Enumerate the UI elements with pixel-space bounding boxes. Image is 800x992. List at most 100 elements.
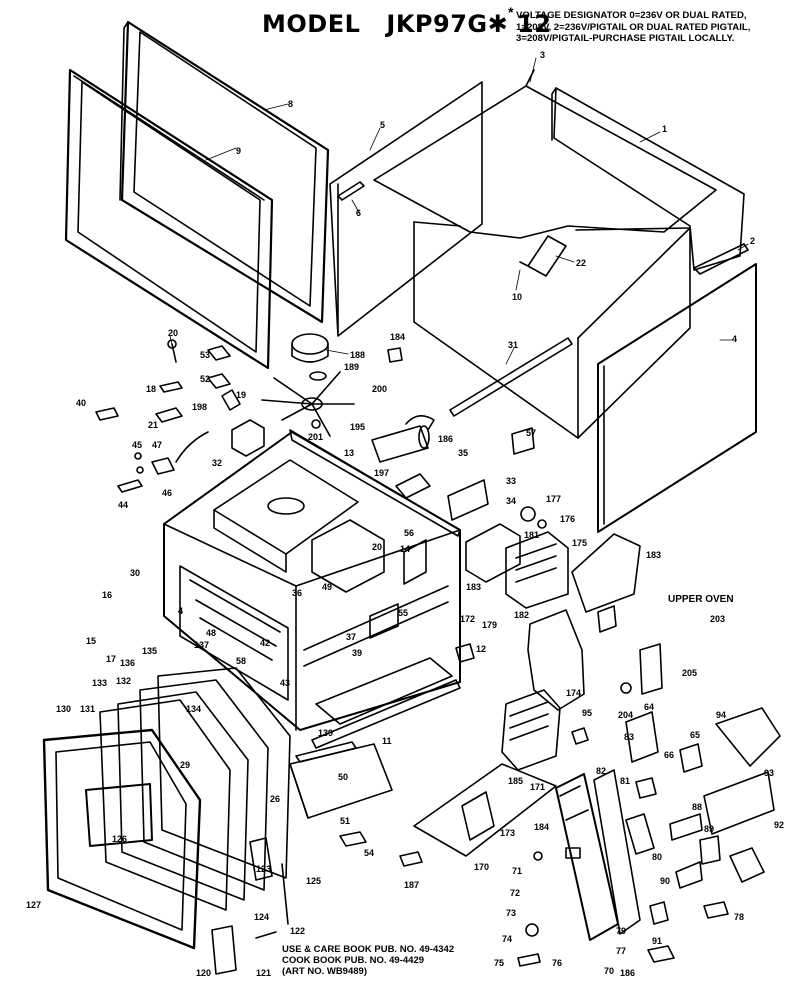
label-184b: 184 [534,822,549,832]
label-134: 134 [186,704,201,714]
label-200: 200 [372,384,387,394]
label-42: 42 [260,638,270,648]
label-179: 179 [482,620,497,630]
label-5: 5 [380,120,385,130]
label-13: 13 [344,448,354,458]
filter-181 [465,523,521,583]
label-20a: 20 [168,328,178,338]
bracket-205 [639,643,663,695]
label-1: 1 [662,124,667,134]
label-56: 56 [404,528,414,538]
label-171: 171 [530,782,545,792]
bracket-92 [703,771,775,835]
label-49: 49 [322,582,332,592]
label-71: 71 [512,866,522,876]
label-51: 51 [340,816,350,826]
magnetron-175 [505,531,569,609]
capacitor-173 [461,791,495,841]
label-197: 197 [374,468,389,478]
part-81 [635,777,657,799]
label-170: 170 [474,862,489,872]
use-care-book: USE & CARE BOOK PUB. NO. 49-4342 [282,944,455,955]
label-195: 195 [350,422,365,432]
label-26: 26 [270,794,280,804]
label-65: 65 [690,730,700,740]
label-31: 31 [508,340,518,350]
label-174: 174 [566,688,581,698]
label-29: 29 [180,760,190,770]
hinge-123 [249,837,273,881]
plate-57 [511,427,535,455]
part-88 [669,813,703,841]
part-197 [395,473,431,499]
label-90: 90 [660,876,670,886]
switch-203 [597,605,617,633]
rear-bracket-22 [519,235,567,277]
label-187: 187 [404,880,419,890]
bracket-11 [311,679,461,749]
transformer-171 [501,689,561,771]
duct-183 [571,533,641,613]
label-2: 2 [750,236,755,246]
label-131: 131 [80,704,95,714]
label-43: 43 [280,678,290,688]
part-80 [625,813,655,855]
part-78 [703,901,729,919]
label-125: 125 [306,876,321,886]
bracket-196 [405,415,435,431]
label-127: 127 [26,900,41,910]
label-88: 88 [692,802,702,812]
label-70: 70 [604,966,614,976]
upper-oven-label: UPPER OVEN [668,594,734,605]
label-30: 30 [130,568,140,578]
label-15: 15 [86,636,96,646]
label-50: 50 [338,772,348,782]
label-12: 12 [476,644,486,654]
control-panel-77 [555,773,619,941]
label-177: 177 [546,494,561,504]
bracket-54 [339,831,367,847]
label-80: 80 [652,852,662,862]
model-label: MODEL [262,10,361,38]
leader-lines [169,57,749,365]
voltage-note-line-3: 3=208V/PIGTAIL-PURCHASE PIGTAIL LOCALLY. [516,33,735,44]
label-52: 52 [200,374,210,384]
label-124: 124 [254,912,269,922]
label-198: 198 [192,402,207,412]
inner-cabinet-10 [413,221,691,439]
label-93: 93 [764,768,774,778]
hinge-12 [455,643,475,663]
shield-174 [527,609,585,711]
label-32: 32 [212,458,222,468]
label-33: 33 [506,476,516,486]
side-panel-4 [597,263,757,533]
label-39: 39 [352,648,362,658]
label-4: 4 [732,334,737,344]
label-201: 201 [308,432,323,442]
label-58: 58 [236,656,246,666]
part-90 [675,861,703,889]
label-48: 48 [206,628,216,638]
label-203: 203 [710,614,725,624]
label-130: 130 [56,704,71,714]
label-45: 45 [132,440,142,450]
label-3: 3 [540,50,545,60]
label-186: 186 [620,968,635,978]
publication-notes: USE & CARE BOOK PUB. NO. 49-4342 COOK BO… [282,944,454,977]
label-176: 176 [560,514,575,524]
label-9: 9 [236,146,241,156]
label-64: 64 [644,702,654,712]
spring-125 [281,863,289,925]
label-205: 205 [682,668,697,678]
label-204: 204 [618,710,633,720]
motor-87 [729,847,765,883]
part-91 [649,901,669,925]
part-number-labels: 8 9 3 5 6 1 2 4 22 10 31 20 53 52 19 18 … [26,50,784,978]
label-18: 18 [146,384,156,394]
hinge-121 [211,925,237,975]
motor-188 [291,333,329,381]
label-34: 34 [506,496,516,506]
label-81: 81 [620,776,630,786]
label-20b: 20 [372,542,382,552]
